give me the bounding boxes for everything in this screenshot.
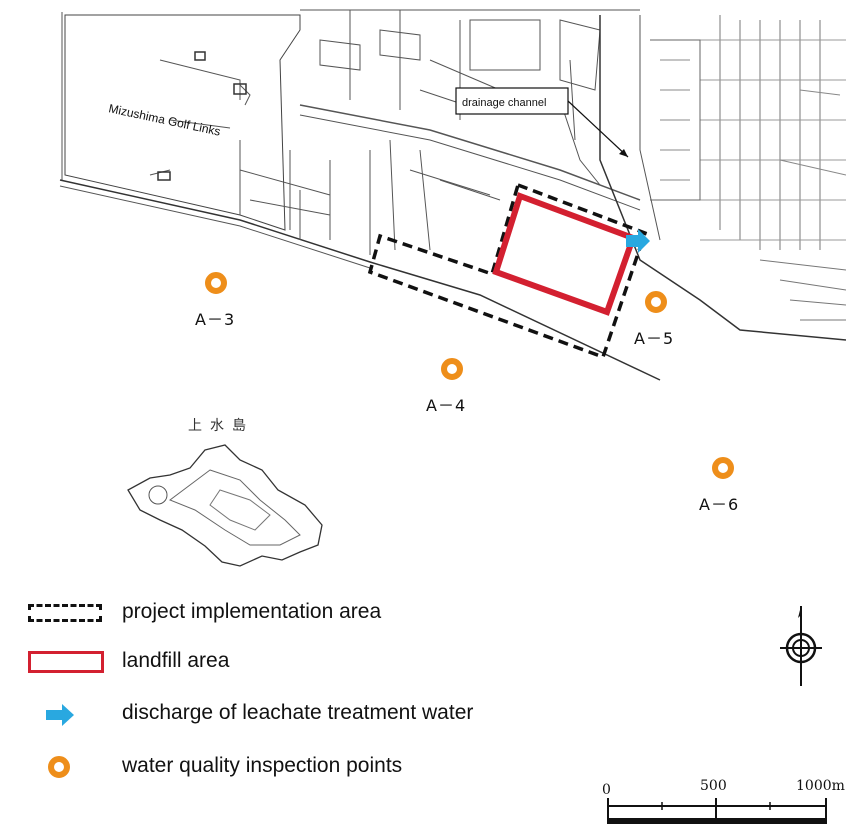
drainage-channel-label: drainage channel bbox=[462, 97, 546, 109]
north-arrow-icon bbox=[776, 606, 826, 690]
legend-label-discharge: discharge of leachate treatment water bbox=[122, 701, 474, 724]
inspection-point-a-6-icon bbox=[712, 457, 734, 479]
inspection-point-a-6-label: A－6 bbox=[699, 495, 739, 514]
scale-label-500: 500 bbox=[700, 778, 727, 794]
island-label: 上水島 bbox=[188, 418, 254, 434]
map-base-lines bbox=[59, 9, 846, 381]
discharge-arrow-icon bbox=[626, 229, 650, 253]
scale-bar: 0 500 1000m bbox=[600, 778, 846, 828]
golf-features bbox=[157, 51, 247, 181]
inspection-point-a-3-icon bbox=[205, 272, 227, 294]
scale-label-1000m: 1000m bbox=[796, 778, 845, 794]
orange-ring-icon bbox=[47, 755, 71, 784]
legend-label-project-area: project implementation area bbox=[122, 600, 382, 623]
drainage-channel-callout: drainage channel bbox=[455, 87, 629, 158]
project-implementation-area bbox=[367, 182, 648, 360]
legend-row-discharge: discharge of leachate treatment water bbox=[0, 697, 600, 737]
legend-row-project: project implementation area bbox=[0, 596, 600, 636]
legend-row-inspection: water quality inspection points bbox=[0, 750, 600, 790]
inspection-point-a-4-icon bbox=[441, 358, 463, 380]
scale-label-0: 0 bbox=[602, 782, 611, 798]
dashed-box-icon bbox=[28, 604, 102, 622]
legend-label-inspection-points: water quality inspection points bbox=[122, 754, 403, 777]
blue-arrow-icon bbox=[44, 703, 76, 732]
kamimizushima-island: 上水島 bbox=[127, 418, 323, 567]
inspection-points: A－3A－4 A－5A－6 bbox=[195, 272, 739, 514]
inspection-point-a-5-icon bbox=[645, 291, 667, 313]
legend-row-landfill: landfill area bbox=[0, 645, 600, 685]
golf-links-label: Mizushima Golf Links bbox=[107, 101, 221, 138]
inspection-point-a-5-label: A－5 bbox=[634, 329, 674, 348]
red-box-icon bbox=[28, 651, 104, 673]
inspection-point-a-3-label: A－3 bbox=[195, 310, 235, 329]
legend-label-landfill-area: landfill area bbox=[122, 649, 230, 672]
inspection-point-a-4-label: A－4 bbox=[426, 396, 466, 415]
landfill-area bbox=[492, 192, 637, 316]
